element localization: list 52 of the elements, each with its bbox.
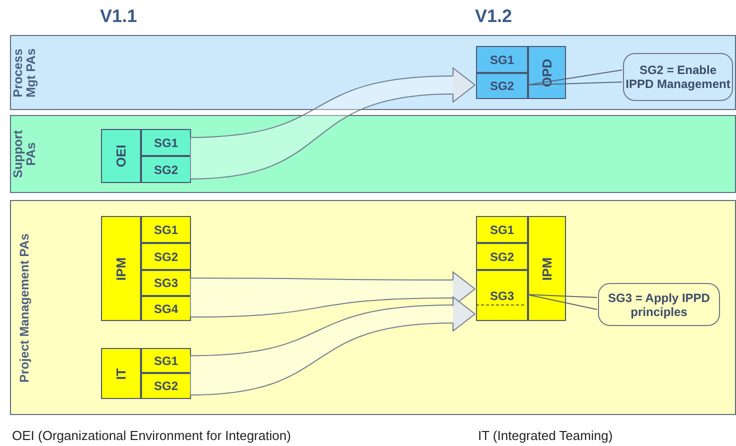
process-area-box [528, 46, 566, 99]
goal-label: SG2 [154, 162, 178, 176]
process-area-name: IT [114, 368, 128, 380]
goal-label: SG1 [154, 136, 178, 150]
process-area-name: OPD [540, 58, 554, 87]
goal-label: SG2 [490, 250, 514, 264]
goal-box [141, 348, 191, 373]
leader-line [526, 70, 622, 86]
footnote: OEI (Organizational Environment for Integration) [12, 428, 291, 443]
process-area-name: IPM [114, 256, 128, 280]
callout-text: SG2 = Enable IPPD Management [624, 63, 732, 91]
process-area-box [101, 216, 141, 321]
process-area-name: OEI [114, 144, 128, 168]
goal-box [141, 156, 191, 183]
goal-label: SG2 [154, 250, 178, 264]
goal-label: SG1 [154, 354, 178, 368]
callout-text: SG3 = Apply IPPD principles [607, 290, 711, 318]
goal-box [141, 243, 191, 270]
goal-label: SG4 [154, 302, 178, 316]
version-heading: V1.2 [475, 6, 512, 27]
goal-box [476, 46, 528, 73]
band-title: Support PAs [12, 130, 38, 178]
callout-bubble [623, 53, 733, 101]
goal-box [476, 73, 528, 99]
goal-box [141, 373, 191, 399]
process-area-box [101, 348, 141, 399]
goal-box [141, 129, 191, 156]
goal-box [141, 296, 191, 321]
band-title: Process Mgt PAs [12, 46, 38, 100]
swimlane-band [10, 35, 736, 110]
goal-box [141, 216, 191, 243]
goal-label: SG2 [490, 79, 514, 93]
goal-label: SG1 [490, 222, 514, 236]
process-area-box [101, 129, 141, 183]
goal-box [476, 216, 528, 243]
goal-box [141, 270, 191, 296]
footnote: IT (Integrated Teaming) [478, 428, 613, 443]
swimlane-band [10, 115, 736, 193]
version-heading: V1.1 [100, 6, 138, 27]
leader-line [526, 294, 598, 310]
process-area-name: IPM [540, 256, 554, 280]
goal-box [476, 243, 528, 270]
goal-label: SG2 [154, 379, 178, 393]
goal-box [476, 270, 528, 321]
goal-label: SG1 [490, 52, 514, 66]
goal-label: SG3 [154, 276, 178, 290]
swimlane-band [10, 200, 736, 415]
callout-bubble [598, 283, 720, 326]
goal-label: SG1 [154, 222, 178, 236]
goal-label: SG3 [490, 288, 514, 302]
process-area-box [528, 216, 566, 321]
band-title: Project Management PAs [18, 232, 32, 384]
